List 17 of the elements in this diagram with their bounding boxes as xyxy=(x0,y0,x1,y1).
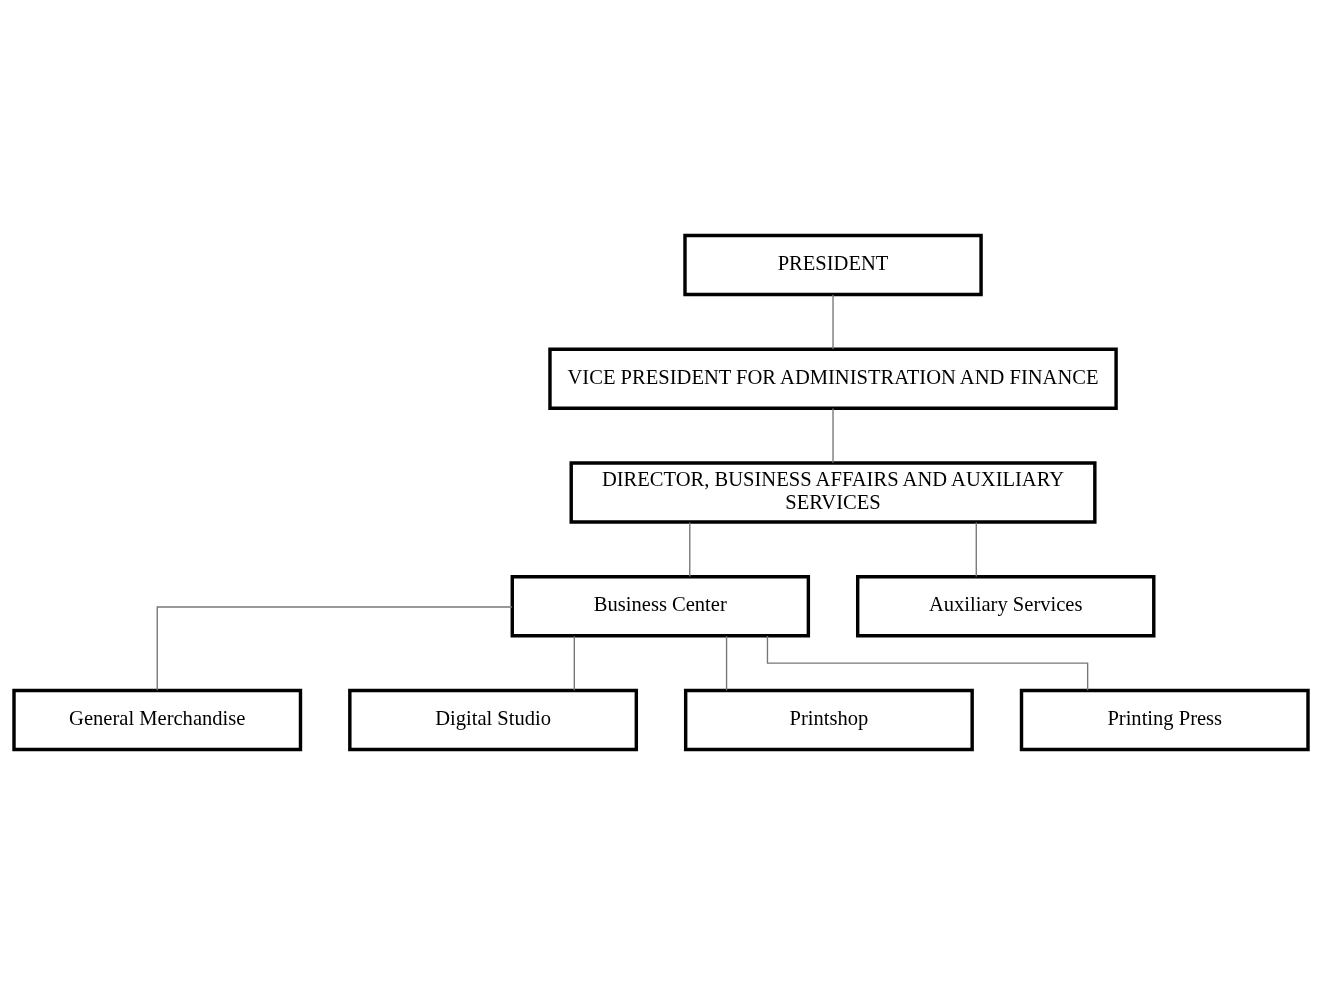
node-box: PRESIDENT xyxy=(683,233,983,296)
connector xyxy=(832,293,834,350)
node-box: Auxiliary Services xyxy=(856,574,1156,637)
connector xyxy=(832,407,834,463)
node-box: VICE PRESIDENT FOR ADMINISTRATION AND FINANCE xyxy=(548,347,1118,410)
node-box: Business Center xyxy=(510,574,811,637)
connector xyxy=(156,605,513,691)
connector xyxy=(766,634,1089,691)
node-box: General Merchandise xyxy=(12,688,303,751)
connector xyxy=(689,521,691,577)
connector xyxy=(573,635,575,691)
node-box: Printshop xyxy=(683,688,974,751)
node-box: Digital Studio xyxy=(348,688,639,751)
node-box: DIRECTOR, BUSINESS AFFAIRS AND AUXILIARY SERVICES xyxy=(569,460,1097,524)
connector xyxy=(975,521,977,577)
connector xyxy=(725,635,728,691)
node-box: Printing Press xyxy=(1019,688,1310,751)
